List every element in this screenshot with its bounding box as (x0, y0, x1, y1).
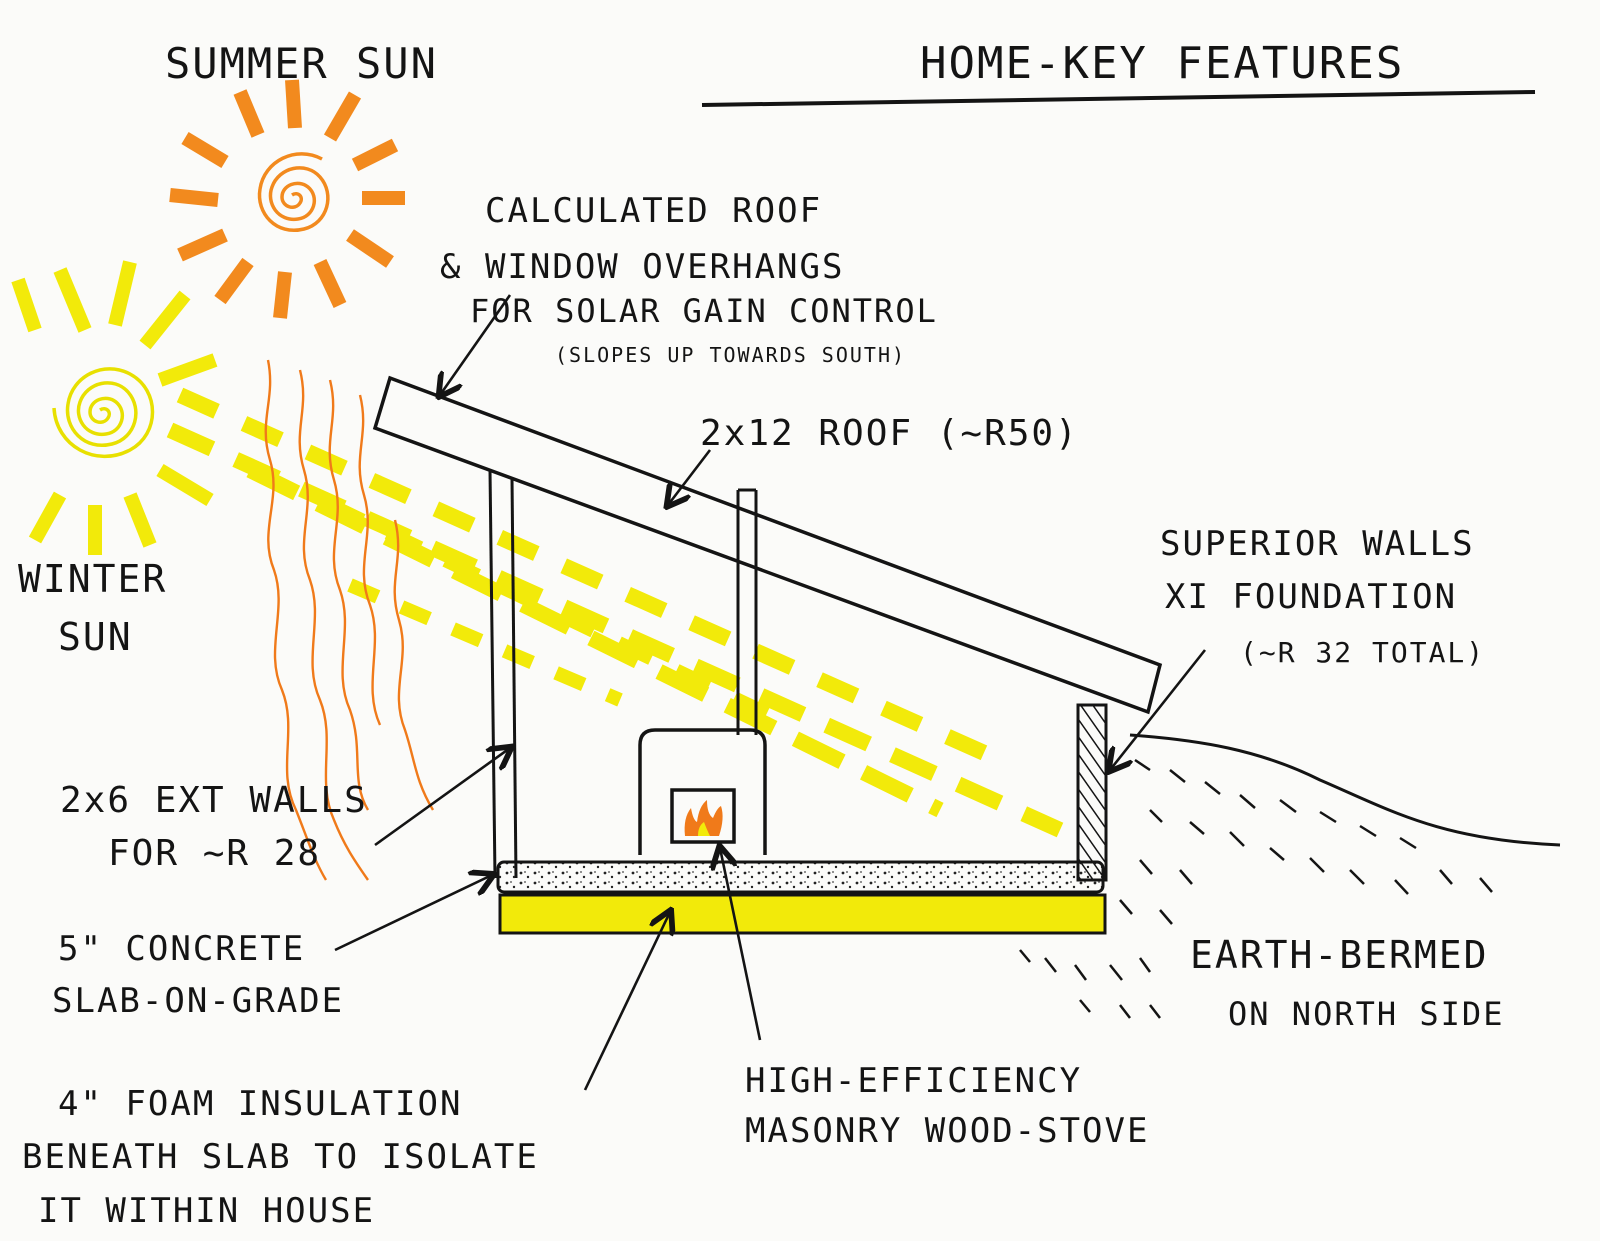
winter-sun-icon (18, 262, 215, 555)
stove-label-1: HIGH-EFFICIENCY (745, 1061, 1082, 1101)
overhang-label-1: CALCULATED ROOF (485, 191, 822, 231)
foam-label-3: IT WITHIN HOUSE (38, 1191, 375, 1231)
concrete-slab (498, 862, 1103, 892)
wood-stove-icon (640, 730, 765, 855)
winter-sun-label-1: WINTER (18, 557, 167, 601)
foam-label-2: BENEATH SLAB TO ISOLATE (22, 1137, 539, 1177)
north-wall (1078, 705, 1106, 880)
north-wall-label-2: XI FOUNDATION (1165, 577, 1457, 617)
foam-insulation (500, 895, 1105, 933)
walls-label-1: 2x6 EXT WALLS (60, 780, 368, 821)
title-block: HOME-KEY FEATURES (702, 38, 1535, 105)
berm-label-2: ON NORTH SIDE (1228, 995, 1504, 1033)
winter-sun-label-2: SUN (58, 615, 133, 659)
summer-sun-label: SUMMER SUN (165, 39, 438, 88)
roof-label: 2x12 ROOF (~R50) (700, 413, 1079, 454)
foam-label-1: 4" FOAM INSULATION (58, 1084, 462, 1124)
walls-arrow (375, 748, 510, 845)
stove-label-2: MASONRY WOOD-STOVE (745, 1111, 1149, 1151)
overhang-label-4: (SLOPES UP TOWARDS SOUTH) (555, 343, 906, 367)
berm-label-1: EARTH-BERMED (1190, 933, 1489, 977)
slab-arrow (335, 875, 492, 950)
walls-label-2: FOR ~R 28 (108, 833, 321, 874)
title-underline (702, 92, 1535, 105)
north-wall-label-3: (~R 32 TOTAL) (1240, 636, 1485, 669)
overhang-label-3: FOR SOLAR GAIN CONTROL (470, 292, 938, 330)
page-title: HOME-KEY FEATURES (920, 38, 1404, 89)
slab-label-1: 5" CONCRETE (58, 929, 305, 969)
foam-arrow (585, 912, 670, 1090)
slab-label-2: SLAB-ON-GRADE (52, 981, 344, 1021)
summer-sun-icon (170, 80, 405, 318)
north-wall-label-1: SUPERIOR WALLS (1160, 524, 1475, 564)
overhang-label-2: & WINDOW OVERHANGS (440, 247, 844, 287)
